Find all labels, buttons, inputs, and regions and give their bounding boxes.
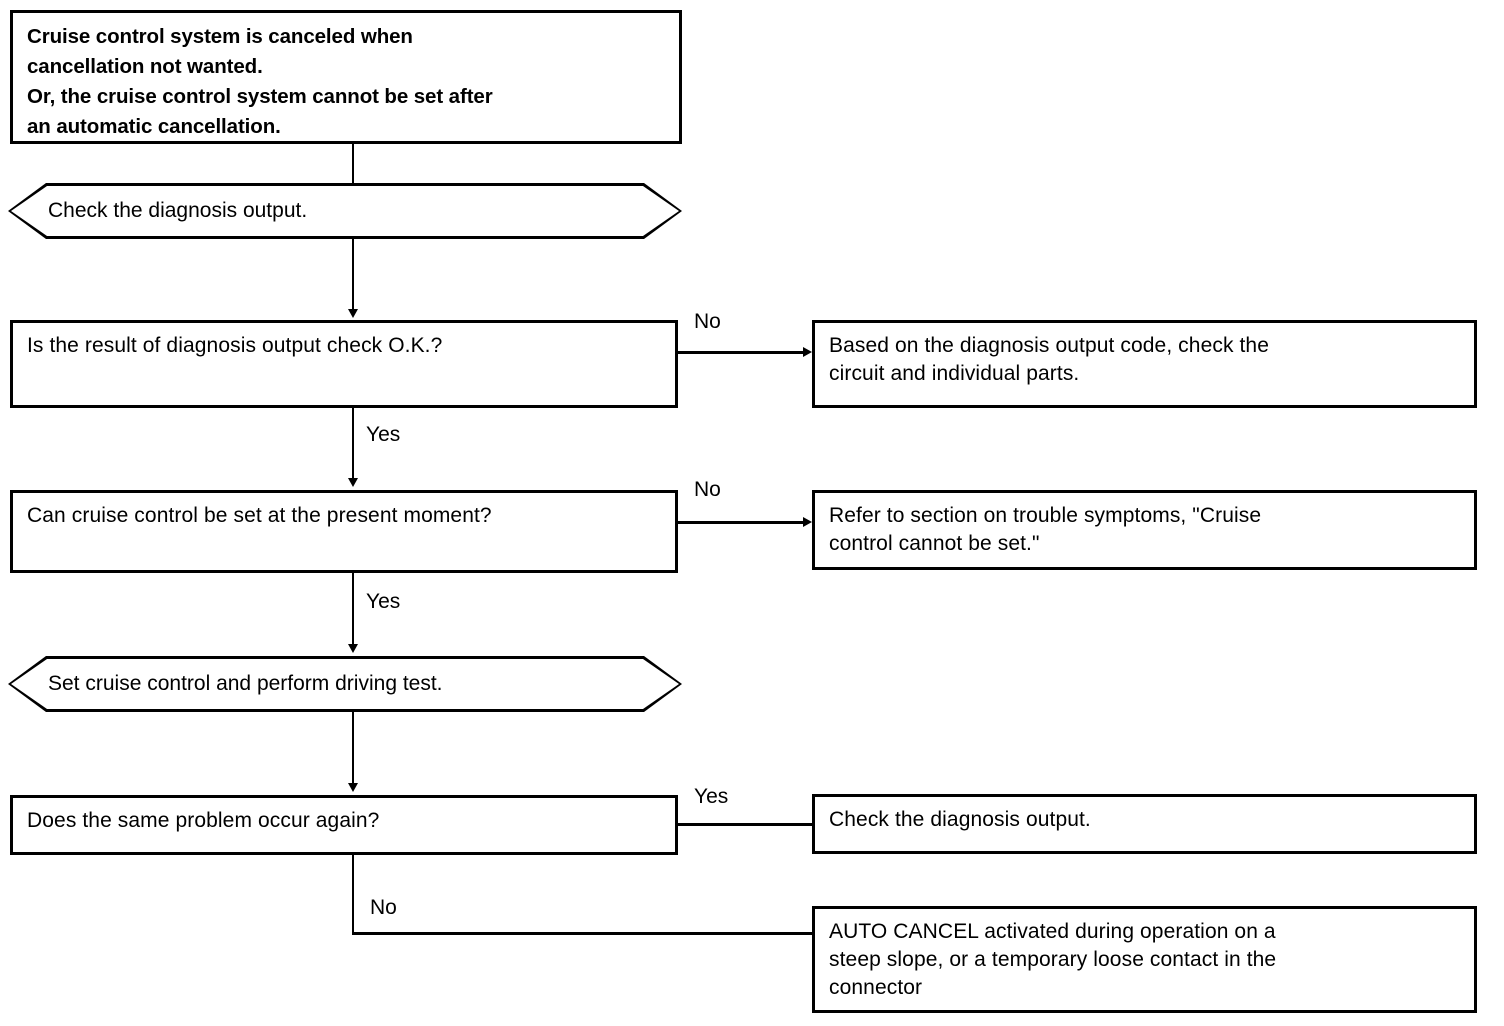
- connector-driving-test-to-decision3: [352, 712, 354, 784]
- action-check-diagnosis-output-2-text: Check the diagnosis output.: [829, 808, 1091, 831]
- connector-decision3-no-horizontal: [352, 932, 814, 935]
- connector-decision1-no: [678, 351, 804, 354]
- action-refer-section: Refer to section on trouble symptoms, "C…: [812, 490, 1477, 570]
- step-driving-test-text: Set cruise control and perform driving t…: [48, 672, 443, 695]
- decision-can-set-text: Can cruise control be set at the present…: [27, 504, 492, 527]
- action-auto-cancel: AUTO CANCEL activated during operation o…: [812, 906, 1477, 1013]
- branch-label-yes-1: Yes: [366, 423, 401, 446]
- connector-decision3-yes: [678, 823, 812, 826]
- decision-diagnosis-ok-text: Is the result of diagnosis output check …: [27, 334, 443, 357]
- arrowhead-action-refer-section: [803, 517, 812, 527]
- branch-label-no-2: No: [694, 478, 721, 501]
- arrowhead-action-check-circuit: [803, 347, 812, 357]
- decision-problem-again-text: Does the same problem occur again?: [27, 809, 380, 832]
- action-refer-section-text: Refer to section on trouble symptoms, "C…: [829, 504, 1262, 555]
- step-driving-test-fill: [11, 659, 679, 709]
- branch-label-yes-3: Yes: [694, 785, 729, 808]
- connector-decision1-yes: [352, 408, 354, 480]
- action-check-circuit: Based on the diagnosis output code, chec…: [812, 320, 1477, 408]
- step-check-diagnosis-output: Check the diagnosis output.: [8, 183, 682, 239]
- branch-label-yes-2: Yes: [366, 590, 401, 613]
- connector-decision3-no-vertical: [352, 855, 354, 935]
- connector-symptom-to-check: [352, 144, 354, 184]
- arrowhead-decision1: [348, 309, 358, 318]
- symptom-box: Cruise control system is canceled when c…: [10, 10, 682, 144]
- connector-decision2-yes: [352, 573, 354, 645]
- step-check-diagnosis-output-fill: [11, 186, 679, 236]
- arrowhead-driving-test: [348, 644, 358, 653]
- branch-label-no-3: No: [370, 896, 397, 919]
- action-auto-cancel-text: AUTO CANCEL activated during operation o…: [829, 920, 1277, 999]
- arrowhead-decision3: [348, 783, 358, 792]
- branch-label-no-1: No: [694, 310, 721, 333]
- connector-check-to-decision1: [352, 239, 354, 311]
- decision-can-set: Can cruise control be set at the present…: [10, 490, 678, 573]
- symptom-box-text: Cruise control system is canceled when c…: [27, 25, 493, 138]
- decision-diagnosis-ok: Is the result of diagnosis output check …: [10, 320, 678, 408]
- step-check-diagnosis-output-text: Check the diagnosis output.: [48, 199, 308, 222]
- connector-decision2-no: [678, 521, 804, 524]
- arrowhead-decision2: [348, 478, 358, 487]
- decision-problem-again: Does the same problem occur again?: [10, 795, 678, 855]
- action-check-diagnosis-output-2: Check the diagnosis output.: [812, 794, 1477, 854]
- step-driving-test: Set cruise control and perform driving t…: [8, 656, 682, 712]
- action-check-circuit-text: Based on the diagnosis output code, chec…: [829, 334, 1269, 385]
